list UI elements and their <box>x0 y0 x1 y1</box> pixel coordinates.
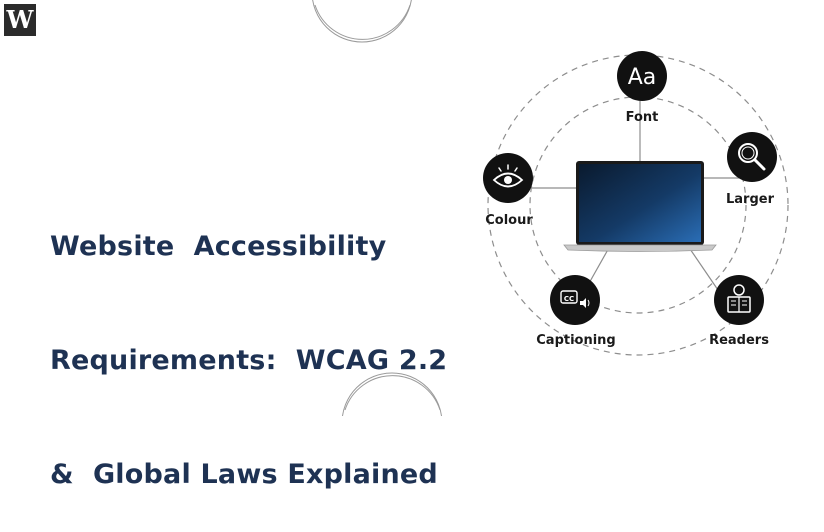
svg-text:Aa: Aa <box>628 65 657 90</box>
eye-icon <box>483 153 533 203</box>
laptop-illustration <box>563 161 717 252</box>
laptop-screen <box>579 164 701 242</box>
title-line-3: & Global Laws Explained <box>50 459 438 490</box>
feature-label-larger: Larger <box>725 192 774 207</box>
magnifier-icon <box>727 132 777 182</box>
caption-cc-icon: CC <box>550 275 600 325</box>
accessibility-diagram: Aa CC <box>483 51 789 356</box>
feature-label-captioning: Captioning <box>536 333 616 348</box>
brand-logo: W <box>4 4 36 36</box>
svg-text:CC: CC <box>564 295 574 303</box>
title-line-1: Website Accessibility <box>50 231 387 262</box>
title-line-2: Requirements: WCAG 2.2 <box>50 345 448 376</box>
laptop-base <box>563 244 717 252</box>
feature-label-font: Font <box>625 110 659 125</box>
feature-label-colour: Colour <box>485 213 533 228</box>
font-aa-icon: Aa <box>617 51 667 101</box>
decorative-circles <box>312 0 442 416</box>
feature-label-readers: Readers <box>709 333 769 348</box>
reader-newspaper-icon <box>714 275 764 325</box>
page-title: Website Accessibility Requirements: WCAG… <box>50 152 470 532</box>
